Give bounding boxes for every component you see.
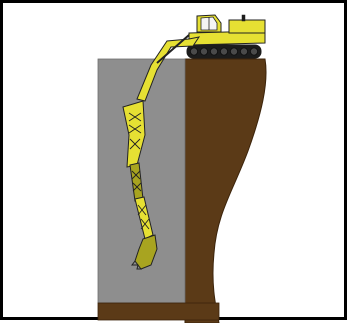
soil-profile — [185, 59, 266, 323]
excavator-diagram — [3, 3, 347, 323]
exhaust-pipe — [242, 15, 245, 21]
pit-floor — [98, 303, 219, 320]
engine-cover — [229, 20, 265, 33]
